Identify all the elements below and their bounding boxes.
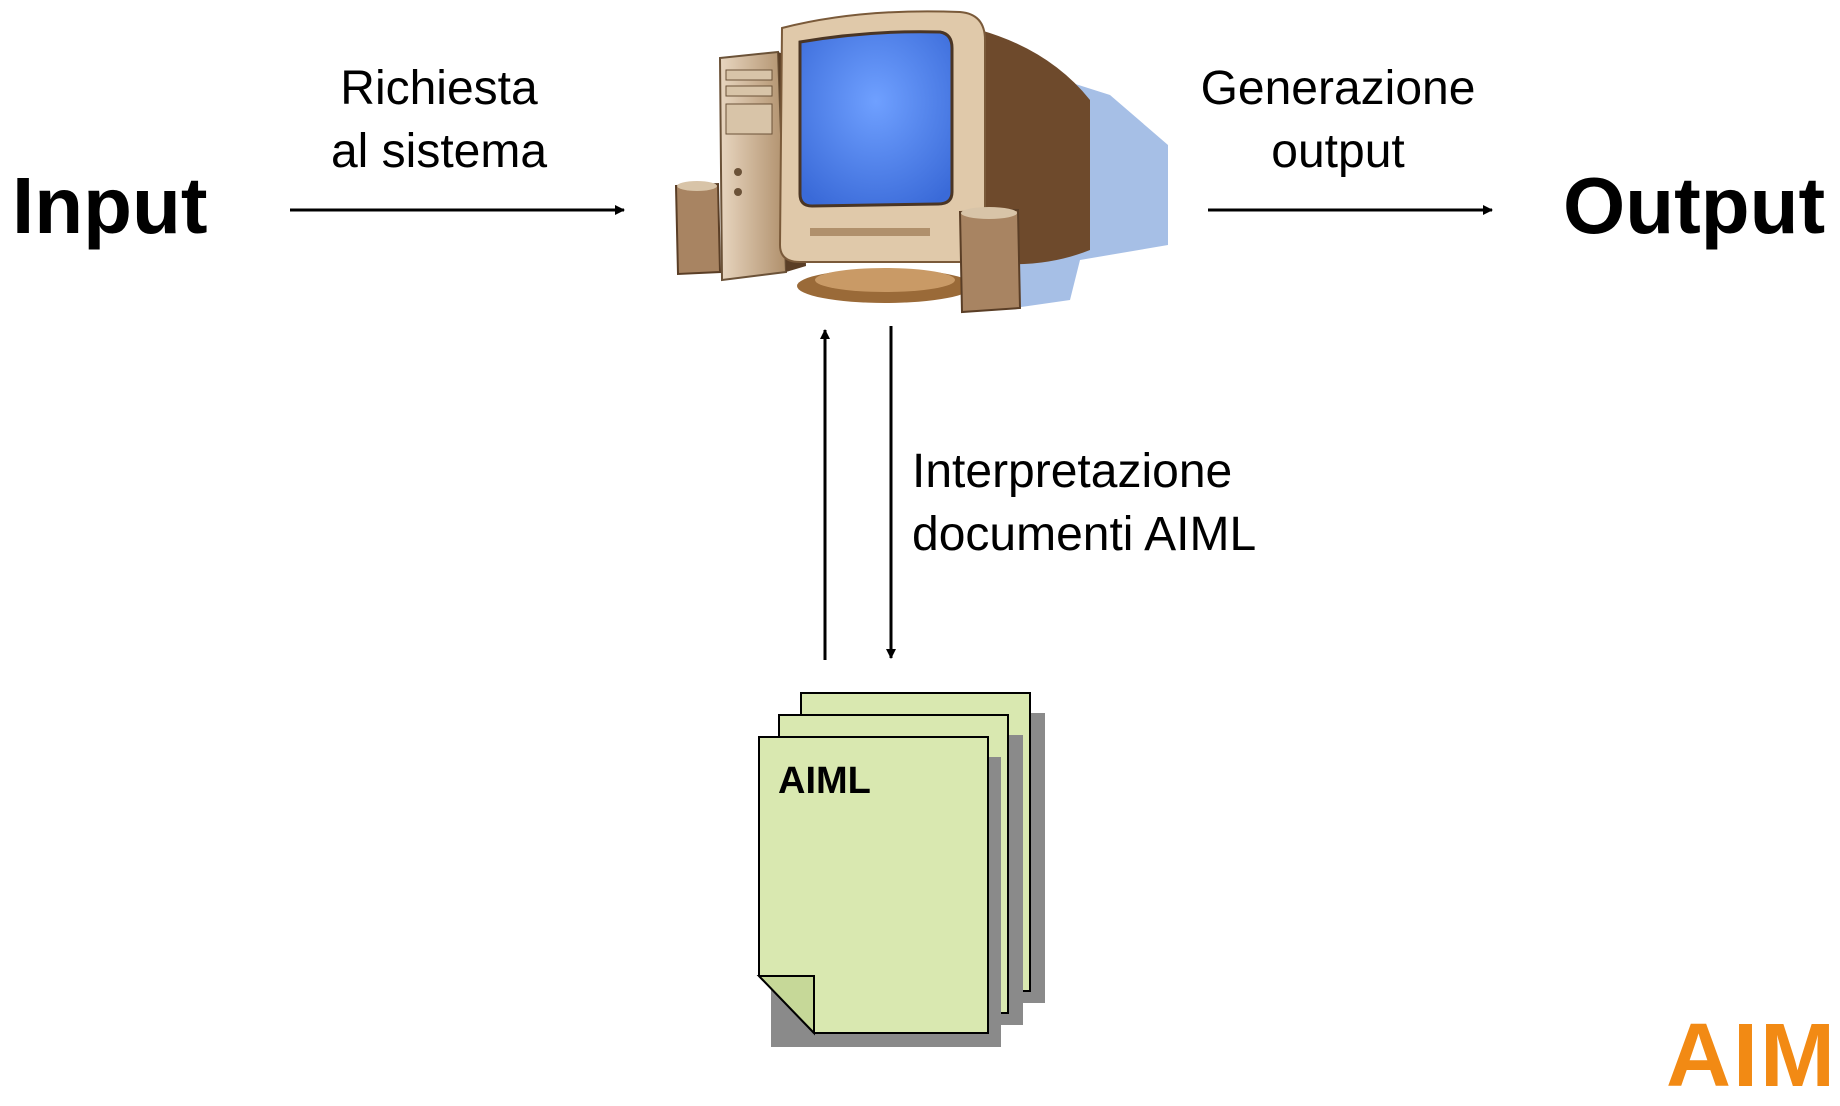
generation-label-line2: output [1271, 125, 1405, 178]
request-label: Richiesta al sistema [316, 57, 562, 183]
interpretation-label-line2: documenti AIML [912, 508, 1257, 561]
generation-label-line1: Generazione [1200, 62, 1476, 115]
interpretation-label: Interpretazione documenti AIML [912, 440, 1256, 566]
desktop-computer-icon [674, 10, 1168, 314]
document-stack-icon [756, 692, 1045, 1047]
documents-label: AIML [778, 760, 871, 802]
request-label-line1: Richiesta [340, 62, 538, 115]
request-label-line2: al sistema [330, 125, 548, 178]
aiml-logo: AIML [1666, 1006, 1840, 1106]
output-label: Output [1563, 161, 1826, 250]
interpretation-label-line1: Interpretazione [912, 445, 1233, 498]
input-label: Input [12, 161, 208, 250]
diagram-canvas [290, 10, 1493, 1047]
generation-label: Generazione output [1182, 57, 1494, 183]
